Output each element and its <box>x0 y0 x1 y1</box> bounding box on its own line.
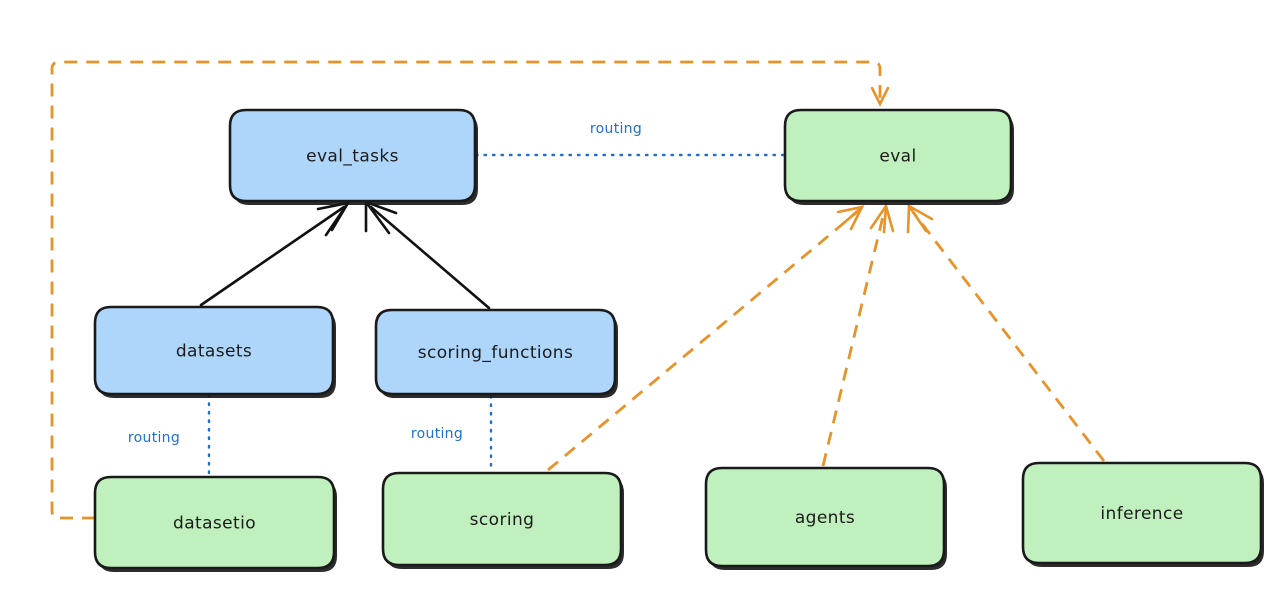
node-datasetio[interactable]: datasetio <box>93 475 337 572</box>
node-label: datasetio <box>173 514 256 534</box>
edge-datasets-to-eval_tasks <box>199 201 351 307</box>
node-agents[interactable]: agents <box>704 466 947 570</box>
node-box[interactable] <box>783 108 1013 203</box>
node-datasets[interactable]: datasets <box>93 305 336 398</box>
node-scoring_functions[interactable]: scoring_functions <box>374 308 618 398</box>
node-box[interactable] <box>1021 461 1263 565</box>
node-eval_tasks[interactable]: eval_tasks <box>228 108 478 205</box>
edge-label-routing-datasets-datasetio: routing <box>128 430 180 446</box>
node-box[interactable] <box>93 475 336 570</box>
diagram-nodes: eval_tasks eval datasets scoring_functionsd… <box>93 108 1264 572</box>
edge-agents-to-eval <box>821 202 895 467</box>
inheritance-edges <box>199 200 491 310</box>
node-eval[interactable]: eval <box>783 108 1014 205</box>
edge-label-routing-scoring_functions: routing <box>411 426 463 442</box>
edge-scoring-to-eval <box>547 205 865 472</box>
routing-edges <box>207 153 786 478</box>
edge-inference-to-eval <box>906 203 1106 462</box>
node-label: scoring <box>470 510 535 530</box>
node-label: agents <box>795 508 855 528</box>
node-box[interactable] <box>228 108 477 203</box>
node-box[interactable] <box>381 471 623 567</box>
node-box[interactable] <box>374 308 617 396</box>
node-label: datasets <box>176 342 252 362</box>
node-label: scoring_functions <box>418 343 573 363</box>
dependency-edges <box>50 60 1106 520</box>
node-inference[interactable]: inference <box>1021 461 1264 567</box>
node-label: eval_tasks <box>306 147 399 167</box>
node-label: eval <box>879 147 916 167</box>
edge-datasetio-to-eval <box>50 60 890 520</box>
edge-labels: routing routing routing <box>128 121 642 446</box>
node-box[interactable] <box>704 466 946 568</box>
edge-label-routing-eval_tasks-eval: routing <box>590 121 642 137</box>
node-scoring[interactable]: scoring <box>381 471 624 569</box>
node-box[interactable] <box>93 305 335 396</box>
edge-scoring_functions-to-eval_tasks <box>364 200 491 310</box>
node-label: inference <box>1100 504 1183 524</box>
